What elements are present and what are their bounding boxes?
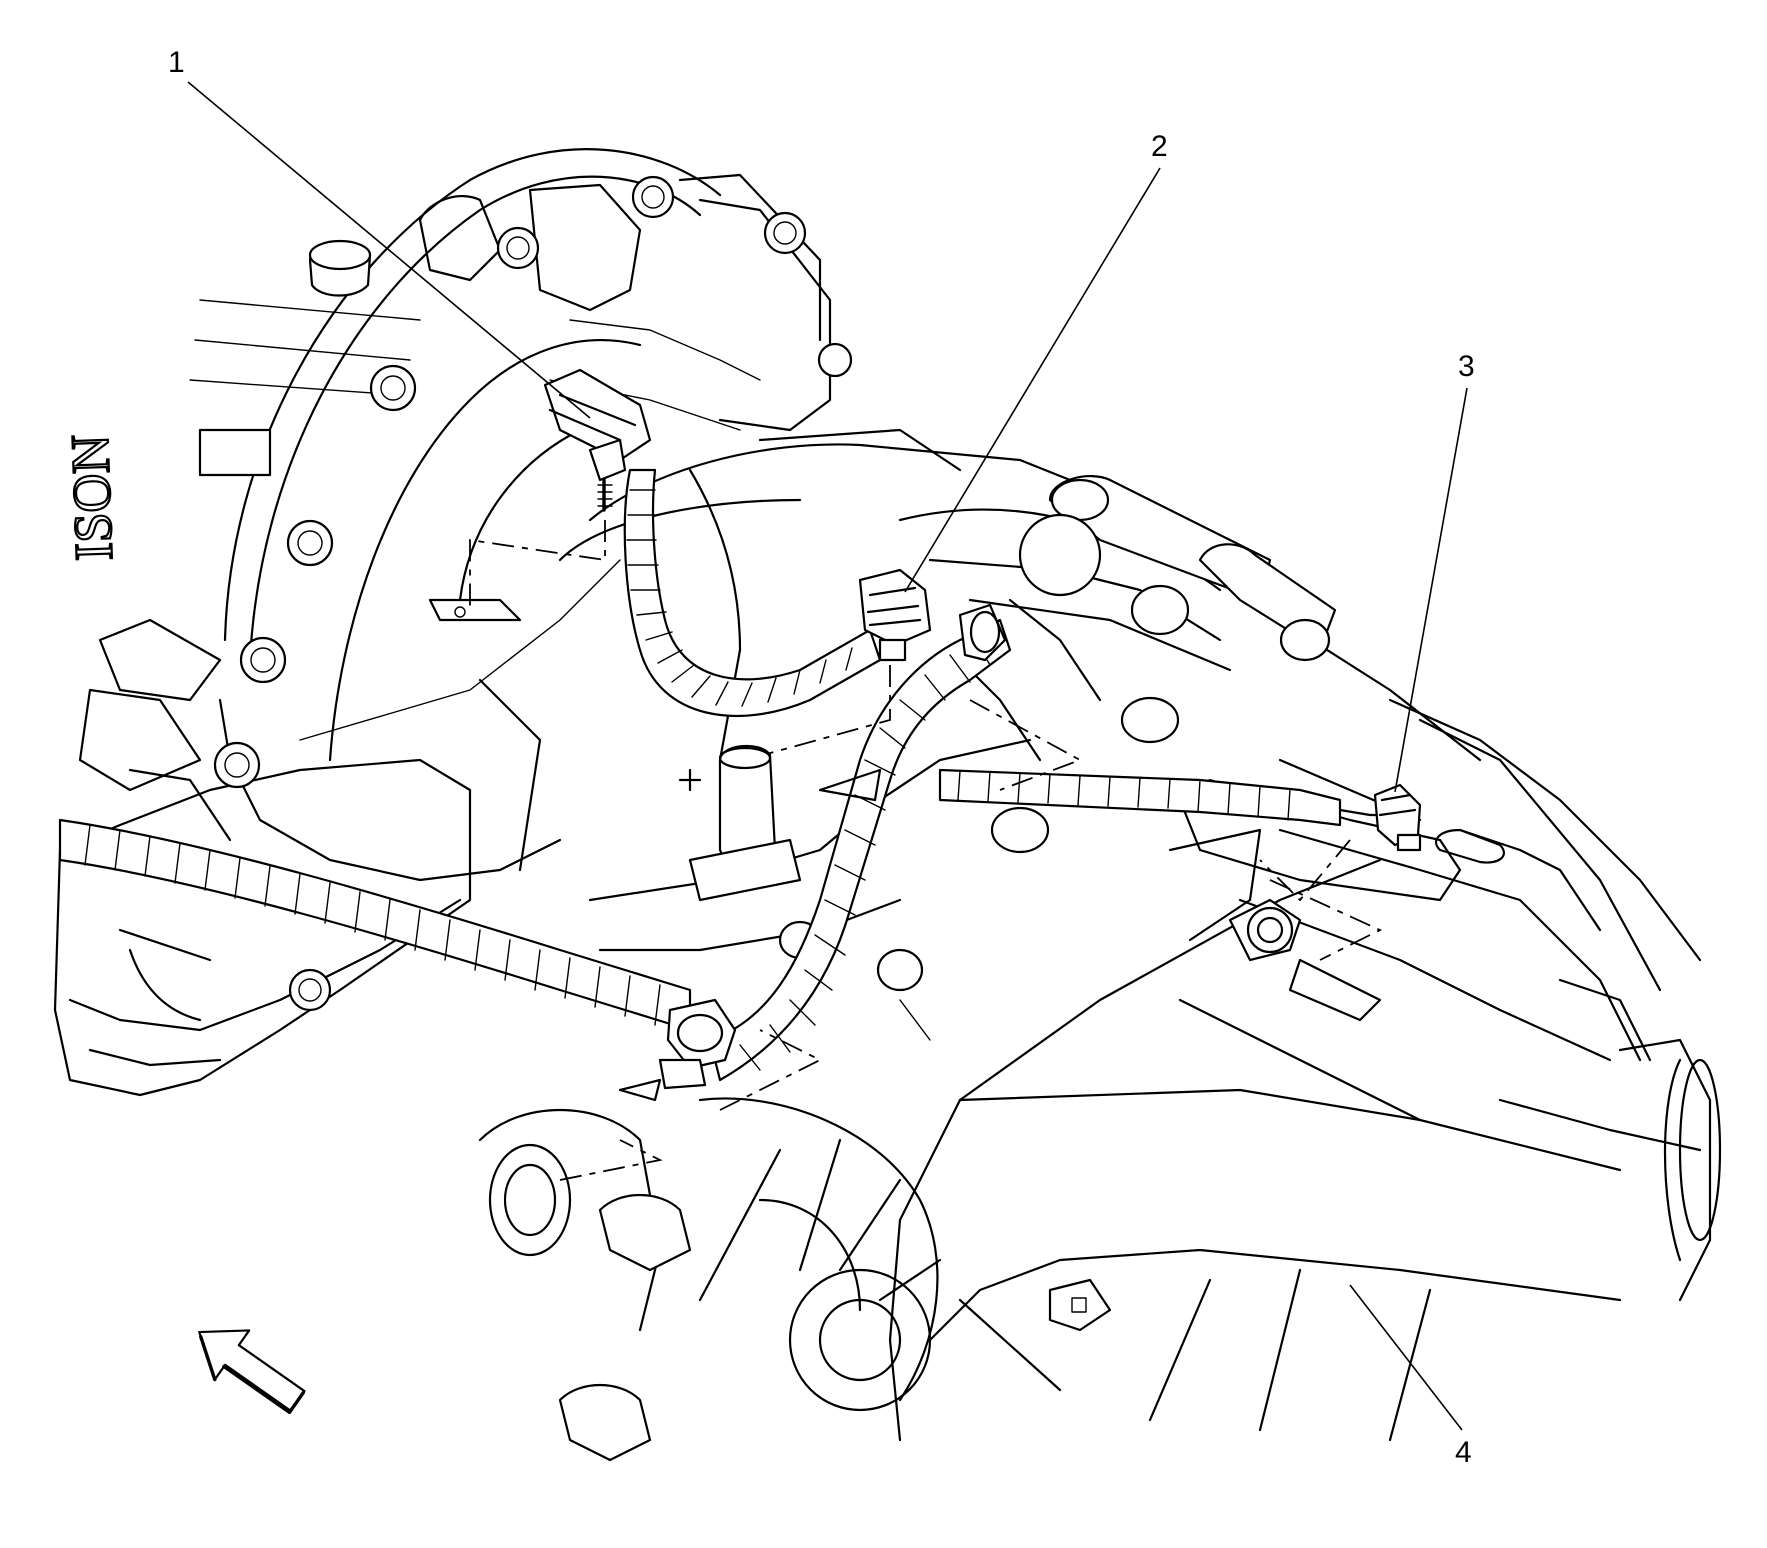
wiring-harness	[58, 468, 1387, 1082]
bolt	[288, 968, 332, 1012]
cooler-fittings	[78, 239, 372, 842]
bolt	[631, 175, 675, 219]
sensor-3-connector	[1259, 783, 1422, 902]
bolt	[213, 741, 261, 789]
callout-3: 3	[1394, 350, 1475, 793]
bolt	[369, 364, 417, 412]
front-direction-arrow-icon	[198, 1329, 306, 1415]
bolt	[763, 211, 807, 255]
leader-line-3	[1394, 387, 1468, 793]
leader-line-4	[1349, 1284, 1463, 1431]
callout-label-2: 2	[1151, 130, 1168, 163]
callout-label-3: 3	[1458, 350, 1475, 383]
sensor-2-connector	[678, 568, 932, 902]
case-bosses	[778, 475, 1337, 992]
adapter-plate	[888, 858, 1622, 1442]
output-flange	[478, 1097, 1112, 1462]
harness-clips	[658, 603, 1007, 1090]
installation-guides	[559, 699, 1383, 1181]
bolt	[817, 342, 853, 378]
callout-2: 2	[904, 130, 1168, 593]
bolt	[286, 519, 334, 567]
bolt	[239, 636, 287, 684]
callout-4: 4	[1349, 1284, 1472, 1469]
callout-label-1: 1	[168, 46, 185, 79]
case-lettering: ISON	[60, 434, 124, 562]
oil-pan-assembly	[53, 299, 472, 1097]
bolt	[496, 226, 540, 270]
leader-line-1	[187, 81, 591, 419]
shift-bracket	[1168, 778, 1462, 1022]
callout-label-4: 4	[1455, 1436, 1472, 1469]
leader-line-2	[904, 167, 1161, 593]
sensor-1-connector	[428, 368, 652, 622]
callout-1: 1	[168, 46, 591, 419]
